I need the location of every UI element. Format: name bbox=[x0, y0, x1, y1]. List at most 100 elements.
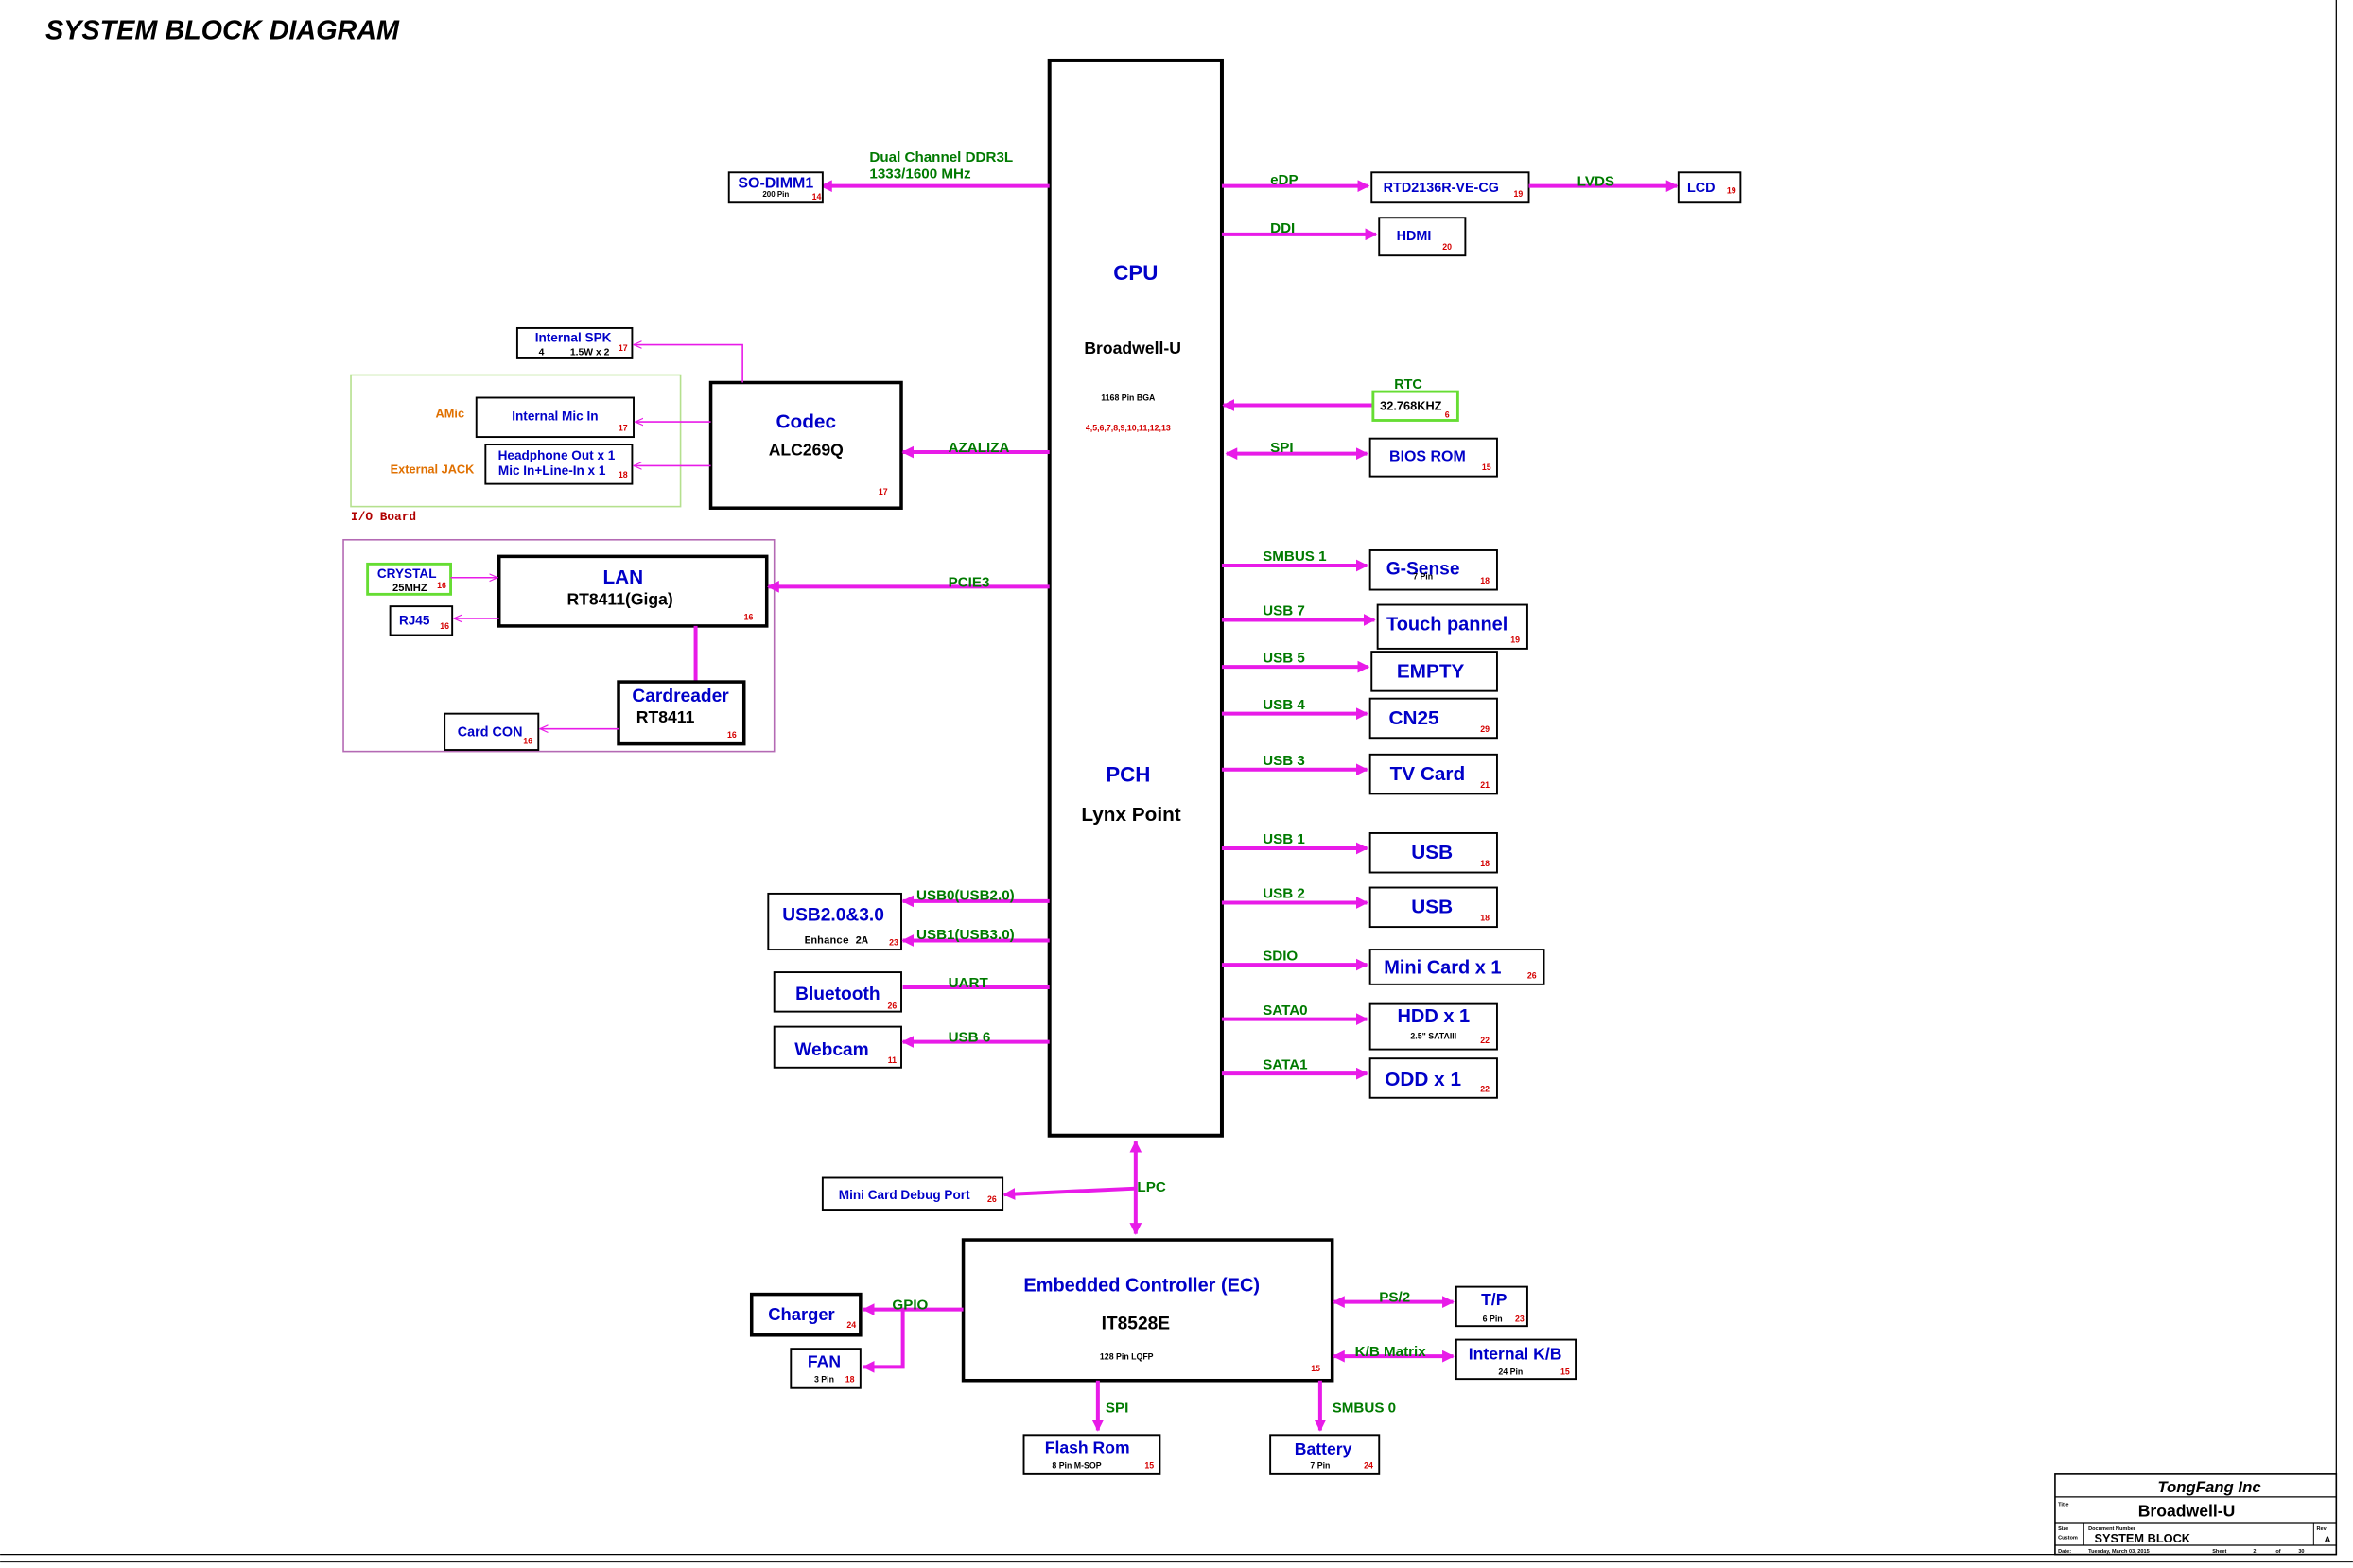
size-tag: Size bbox=[2058, 1526, 2068, 1532]
flash-rom-page: 15 bbox=[1144, 1460, 1154, 1470]
hdmi-page: 20 bbox=[1442, 242, 1452, 252]
cardreader-box[interactable] bbox=[617, 680, 746, 746]
rtc-crystal-box[interactable] bbox=[1371, 390, 1459, 422]
ec-box[interactable] bbox=[961, 1238, 1334, 1383]
amic-tag: AMic bbox=[436, 406, 465, 420]
internal-mic-box[interactable] bbox=[475, 396, 635, 439]
usb3-page: 23 bbox=[889, 937, 898, 947]
flash-rom-sub: 8 Pin M-SOP bbox=[1052, 1460, 1101, 1470]
internal-spk-page: 17 bbox=[619, 343, 628, 353]
lcd-box[interactable] bbox=[1677, 171, 1742, 204]
device-box-cn25-3[interactable] bbox=[1368, 697, 1498, 740]
internal-mic-page: 17 bbox=[619, 424, 628, 433]
debug-port-box[interactable] bbox=[821, 1176, 1004, 1211]
device-box-mini-card-x-1-7[interactable] bbox=[1368, 949, 1545, 985]
doc-number-value: SYSTEM BLOCK bbox=[2094, 1531, 2190, 1545]
bluetooth-box[interactable] bbox=[773, 971, 902, 1013]
device-page-touch-pannel-1: 19 bbox=[1510, 636, 1520, 645]
rtd-chip-label: RTD2136R-VE-CG bbox=[1384, 181, 1499, 196]
hdmi-box[interactable] bbox=[1378, 217, 1467, 257]
device-box-usb-5[interactable] bbox=[1368, 832, 1498, 874]
battery-label: Battery bbox=[1295, 1439, 1352, 1458]
battery-box[interactable] bbox=[1269, 1434, 1381, 1475]
lan-box[interactable] bbox=[497, 554, 769, 628]
page-title: SYSTEM BLOCK DIAGRAM bbox=[45, 16, 400, 46]
fan-box[interactable] bbox=[790, 1348, 862, 1389]
bus-label-usb-6: USB 2 bbox=[1263, 886, 1305, 902]
ec-page: 15 bbox=[1311, 1364, 1320, 1373]
size-value: Custom bbox=[2058, 1536, 2078, 1542]
audio-jack-box[interactable] bbox=[484, 444, 634, 485]
device-box-hdd-x-1-8[interactable] bbox=[1368, 1002, 1498, 1051]
usb1-label: USB1(USB3.0) bbox=[916, 927, 1015, 943]
keyboard-box[interactable] bbox=[1455, 1338, 1577, 1381]
bluetooth-label: Bluetooth bbox=[795, 984, 880, 1004]
bios-rom-box[interactable] bbox=[1368, 437, 1498, 478]
bios-rom-page: 15 bbox=[1482, 462, 1491, 472]
webcam-box[interactable] bbox=[773, 1025, 902, 1069]
device-page-tv-card-4: 21 bbox=[1480, 780, 1490, 790]
crystal-box[interactable] bbox=[366, 562, 452, 596]
gpio-label: GPIO bbox=[892, 1298, 928, 1314]
device-label-usb-5: USB bbox=[1411, 842, 1453, 863]
rtc-crystal-label: 32.768KHZ bbox=[1380, 398, 1442, 412]
fan-sub: 3 Pin bbox=[814, 1374, 834, 1384]
card-con-page: 16 bbox=[523, 737, 532, 746]
device-label-tv-card-4: TV Card bbox=[1390, 763, 1466, 785]
codec-name: ALC269Q bbox=[769, 440, 844, 459]
device-page-usb-6: 18 bbox=[1480, 914, 1490, 923]
usb3-box[interactable] bbox=[767, 892, 902, 951]
usb3-label: USB2.0&3.0 bbox=[782, 906, 884, 926]
cpu-pch-box[interactable] bbox=[1047, 58, 1224, 1138]
keyboard-page: 15 bbox=[1560, 1367, 1570, 1376]
crystal-label: CRYSTAL bbox=[377, 566, 437, 581]
device-label-odd-x-1-9: ODD x 1 bbox=[1385, 1069, 1461, 1090]
lan-page: 16 bbox=[744, 613, 754, 622]
codec-box[interactable] bbox=[708, 380, 903, 510]
device-box-odd-x-1-9[interactable] bbox=[1368, 1057, 1498, 1099]
device-box-touch-pannel-1[interactable] bbox=[1376, 603, 1528, 650]
flash-rom-box[interactable] bbox=[1022, 1434, 1161, 1475]
debug-port-label: Mini Card Debug Port bbox=[839, 1188, 970, 1202]
lpc-label: LPC bbox=[1137, 1179, 1165, 1195]
device-box-empty-2[interactable] bbox=[1370, 651, 1498, 692]
debug-port-bus bbox=[1002, 1186, 1136, 1200]
sodimm-box[interactable] bbox=[727, 171, 824, 204]
azalia-label: AZALIZA bbox=[949, 440, 1010, 456]
smbus0-label: SMBUS 0 bbox=[1333, 1400, 1396, 1416]
pch-name: Lynx Point bbox=[1081, 804, 1180, 826]
device-label-cn25-3: CN25 bbox=[1388, 707, 1438, 729]
card-con-box[interactable] bbox=[444, 712, 540, 751]
ddi-label: DDI bbox=[1270, 220, 1295, 236]
ddr3l-speed: 1333/1600 MHz bbox=[869, 166, 971, 183]
rtc-crystal-page: 6 bbox=[1445, 409, 1450, 419]
internal-spk-label: Internal SPK bbox=[535, 330, 612, 344]
project-name: Broadwell-U bbox=[2138, 1502, 2236, 1521]
lan-board-region bbox=[342, 538, 776, 753]
rj45-box[interactable] bbox=[389, 605, 454, 636]
device-box-tv-card-4[interactable] bbox=[1368, 753, 1498, 795]
internal-spk-box[interactable] bbox=[515, 326, 634, 359]
spi-bios-label: SPI bbox=[1270, 440, 1293, 456]
device-box-g-sense-0[interactable] bbox=[1368, 549, 1498, 591]
date-value: Tuesday, March 03, 2015 bbox=[2088, 1549, 2150, 1555]
of-tag: of bbox=[2275, 1549, 2280, 1555]
rtd-chip-page: 19 bbox=[1513, 189, 1523, 199]
io-board-region bbox=[350, 374, 682, 508]
device-box-usb-6[interactable] bbox=[1368, 886, 1498, 929]
charger-box[interactable] bbox=[749, 1292, 863, 1337]
touchpad-box[interactable] bbox=[1455, 1285, 1528, 1328]
title-tag: Title bbox=[2058, 1502, 2068, 1507]
rtc-label: RTC bbox=[1394, 377, 1422, 392]
cardreader-title: Cardreader bbox=[632, 687, 729, 706]
bus-label-g-sense-0: SMBUS 1 bbox=[1263, 549, 1327, 565]
device-label-usb-6: USB bbox=[1411, 897, 1453, 918]
lan-title: LAN bbox=[602, 566, 643, 588]
bios-rom-label: BIOS ROM bbox=[1389, 449, 1466, 465]
cpu-pages: 4,5,6,7,8,9,10,11,12,13 bbox=[1086, 424, 1171, 433]
sheet-total: 30 bbox=[2298, 1549, 2304, 1555]
rj45-label: RJ45 bbox=[399, 613, 430, 627]
charger-page: 24 bbox=[846, 1320, 856, 1330]
